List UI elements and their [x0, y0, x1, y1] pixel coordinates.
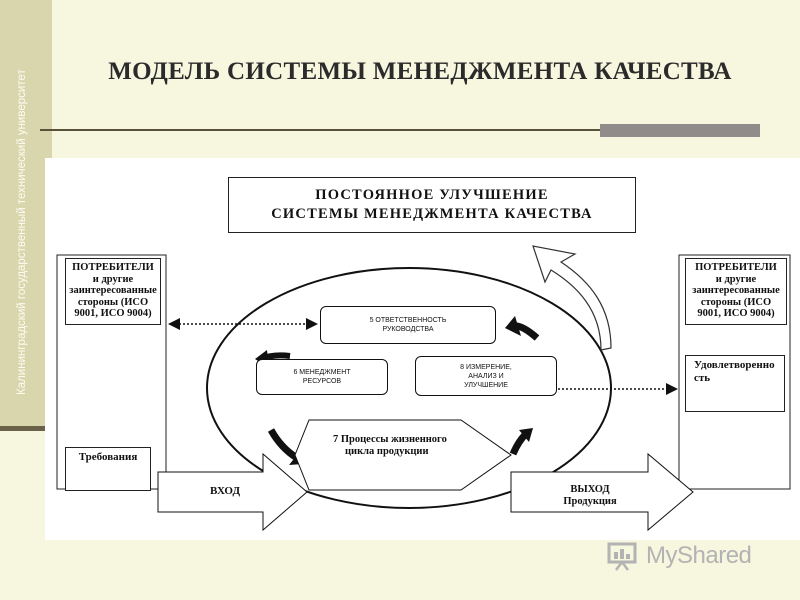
output-line-2: Продукция — [563, 496, 617, 507]
output-arrow — [510, 452, 694, 532]
process8-line-1: 8 ИЗМЕРЕНИЕ, — [460, 363, 512, 371]
satisfaction-line-2: сть — [694, 372, 711, 384]
process8-line-3: УЛУЧШЕНИЕ — [464, 381, 508, 389]
input-label: ВХОД — [209, 485, 241, 497]
side-bar-accent — [0, 426, 52, 431]
process6-line-1: 6 МЕНЕДЖМЕНТ — [293, 369, 351, 376]
process5-line-1: 5 ОТВЕТСТВЕННОСТЬ — [369, 317, 447, 324]
right-customers-box: ПОТРЕБИТЕЛИ и другие заинтересованные ст… — [685, 258, 787, 325]
process8-line-2: АНАЛИЗ И — [468, 372, 504, 380]
process7-line-1: 7 Процессы жизненного — [333, 434, 447, 445]
process7-line-2: цикла продукции — [345, 446, 429, 457]
improvement-line-1: ПОСТОЯННОЕ УЛУЧШЕНИЕ — [315, 187, 549, 203]
input-arrow — [157, 452, 308, 532]
watermark-text: MyShared — [646, 542, 752, 569]
improvement-arrow — [532, 245, 612, 351]
right-customers-line-1: ПОТРЕБИТЕЛИ — [695, 262, 777, 273]
requirements-box: Требования — [65, 447, 151, 491]
process5-line-2: РУКОВОДСТВА — [382, 326, 434, 333]
qms-model-diagram: ПОСТОЯННОЕ УЛУЧШЕНИЕ СИСТЕМЫ МЕНЕДЖМЕНТА… — [45, 158, 800, 540]
left-customers-line-5: 9001, ИСО 9004) — [74, 308, 152, 319]
left-customers-line-2: и другие — [92, 273, 134, 285]
improvement-line-2: СИСТЕМЫ МЕНЕДЖМЕНТА КАЧЕСТВА — [271, 206, 593, 222]
left-customers-box: ПОТРЕБИТЕЛИ и другие заинтересованные ст… — [65, 258, 161, 325]
university-name: Калининградский государственный техничес… — [16, 69, 28, 395]
left-customers-line-1: ПОТРЕБИТЕЛИ — [72, 262, 154, 273]
satisfaction-box: Удовлетворенно сть — [685, 355, 785, 412]
process5-box: 5 ОТВЕТСТВЕННОСТЬ РУКОВОДСТВА — [320, 306, 496, 344]
title-underline — [40, 129, 760, 131]
left-customers-line-4: стороны (ИСО — [77, 296, 149, 308]
output-line-1: ВЫХОД — [570, 484, 610, 495]
presentation-icon — [607, 542, 637, 571]
process6-line-2: РЕСУРСОВ — [302, 378, 342, 385]
myshared-watermark: MyShared — [606, 540, 752, 572]
left-customers-line-3: заинтересованные — [69, 285, 157, 296]
right-customers-line-2: и другие — [715, 273, 757, 285]
process7-shape — [294, 419, 512, 491]
title-accent-bar — [600, 124, 760, 137]
slide-title: МОДЕЛЬ СИСТЕМЫ МЕНЕДЖМЕНТА КАЧЕСТВА — [108, 58, 732, 85]
right-customers-line-4: стороны (ИСО — [700, 296, 772, 308]
right-customers-line-3: заинтересованные — [692, 285, 780, 296]
process8-box: 8 ИЗМЕРЕНИЕ, АНАЛИЗ И УЛУЧШЕНИЕ — [415, 356, 557, 396]
process6-box: 6 МЕНЕДЖМЕНТ РЕСУРСОВ — [256, 359, 388, 395]
output-label: ВЫХОД Продукция — [535, 484, 645, 508]
right-customers-line-5: 9001, ИСО 9004) — [697, 308, 775, 319]
satisfaction-line-1: Удовлетворенно — [694, 359, 775, 371]
continuous-improvement-box: ПОСТОЯННОЕ УЛУЧШЕНИЕ СИСТЕМЫ МЕНЕДЖМЕНТА… — [228, 177, 636, 233]
curved-arrow-bottom-left — [267, 428, 299, 461]
side-bar — [0, 0, 52, 426]
process7-label: 7 Процессы жизненного цикла продукции — [333, 434, 473, 458]
